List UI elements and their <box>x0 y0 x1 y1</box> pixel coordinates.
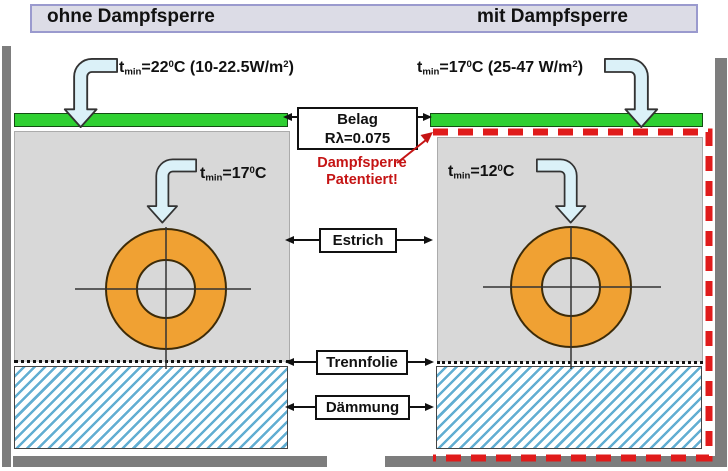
vapor-barrier-dashed-line <box>433 128 713 462</box>
tmin-unit: C <box>254 165 267 182</box>
tmin-unit: C (10-22.5W/m <box>173 59 284 76</box>
tmin-value: =17 <box>222 165 250 182</box>
right-heating-pipe-ring <box>483 226 661 369</box>
tmin-degree: 0 <box>249 165 255 177</box>
left-wall <box>2 46 11 467</box>
screed-label-box: Estrich <box>319 228 397 253</box>
arrow-left-icon-estrich <box>285 236 319 244</box>
screed-label: Estrich <box>332 232 384 249</box>
tmin-subscript: min <box>205 172 223 184</box>
down-arrow-icon-surface-left <box>63 58 118 128</box>
arrow-right-icon-trennfolie <box>406 358 434 366</box>
surface-temp-right: tmin=170C (25-47 W/m2) <box>417 59 583 77</box>
tmin-subscript: min <box>422 66 440 78</box>
tmin-close: ) <box>288 59 294 76</box>
right-wall <box>715 58 727 467</box>
vapor-barrier-note: Dampfsperre Patentiert! <box>300 155 424 189</box>
arrow-right-icon-estrich <box>395 236 433 244</box>
down-arrow-icon-surface-right <box>604 58 659 128</box>
left-insulation-layer <box>14 366 288 449</box>
down-arrow-icon-core-right <box>536 158 587 224</box>
vapor-barrier-note-line1: Dampfsperre <box>317 155 407 171</box>
tmin-value: =22 <box>141 59 169 76</box>
arrow-left-icon-trennfolie <box>285 358 316 366</box>
tmin-symbol: t <box>417 59 423 76</box>
arrow-right-icon-daemmung <box>408 403 434 411</box>
covering-label-box: Belag Rλ=0.075 <box>297 107 418 150</box>
core-temp-left: tmin=170C <box>200 165 266 183</box>
tmin-degree: 0 <box>168 59 174 71</box>
arrow-right-icon-belag <box>416 113 432 121</box>
tmin-subscript: min <box>124 66 142 78</box>
core-temp-right: tmin=120C <box>448 163 514 181</box>
tmin-subscript: min <box>453 170 471 182</box>
tmin-square: 2 <box>283 59 289 71</box>
note-arrow-icon <box>396 132 433 164</box>
tmin-square: 2 <box>572 59 578 71</box>
tmin-unit: C <box>502 163 515 180</box>
arrow-left-icon-belag <box>283 113 299 121</box>
tmin-degree: 0 <box>466 59 472 71</box>
left-separation-foil-line <box>14 360 290 363</box>
separation-foil-label: Trennfolie <box>326 354 398 371</box>
tmin-symbol: t <box>119 59 125 76</box>
arrow-left-icon-daemmung <box>285 403 315 411</box>
tmin-close: ) <box>577 59 584 76</box>
right-insulation-layer <box>436 366 702 449</box>
vapor-barrier-note-line2: Patentiert! <box>326 172 398 188</box>
title-with-vapor-barrier: mit Dampfsperre <box>477 6 628 27</box>
header-box <box>30 4 698 33</box>
tmin-degree: 0 <box>497 163 503 175</box>
tmin-symbol: t <box>448 163 454 180</box>
insulation-label: Dämmung <box>325 399 400 416</box>
tmin-unit: C (25-47 W/m <box>471 59 573 76</box>
surface-temp-left: tmin=220C (10-22.5W/m2) <box>119 59 294 77</box>
tmin-symbol: t <box>200 165 206 182</box>
covering-r-value: Rλ=0.075 <box>324 130 391 147</box>
left-covering-layer <box>14 113 288 127</box>
covering-label: Belag <box>337 111 378 128</box>
right-separation-foil-line <box>437 361 703 364</box>
title-without-vapor-barrier: ohne Dampfsperre <box>47 6 215 27</box>
insulation-label-box: Dämmung <box>315 395 410 420</box>
left-heating-pipe-ring <box>75 227 251 369</box>
down-arrow-icon-core-left <box>146 158 197 224</box>
separation-foil-label-box: Trennfolie <box>316 350 408 375</box>
left-floor-slab <box>13 456 327 467</box>
tmin-value: =12 <box>470 163 498 180</box>
tmin-value: =17 <box>439 59 467 76</box>
